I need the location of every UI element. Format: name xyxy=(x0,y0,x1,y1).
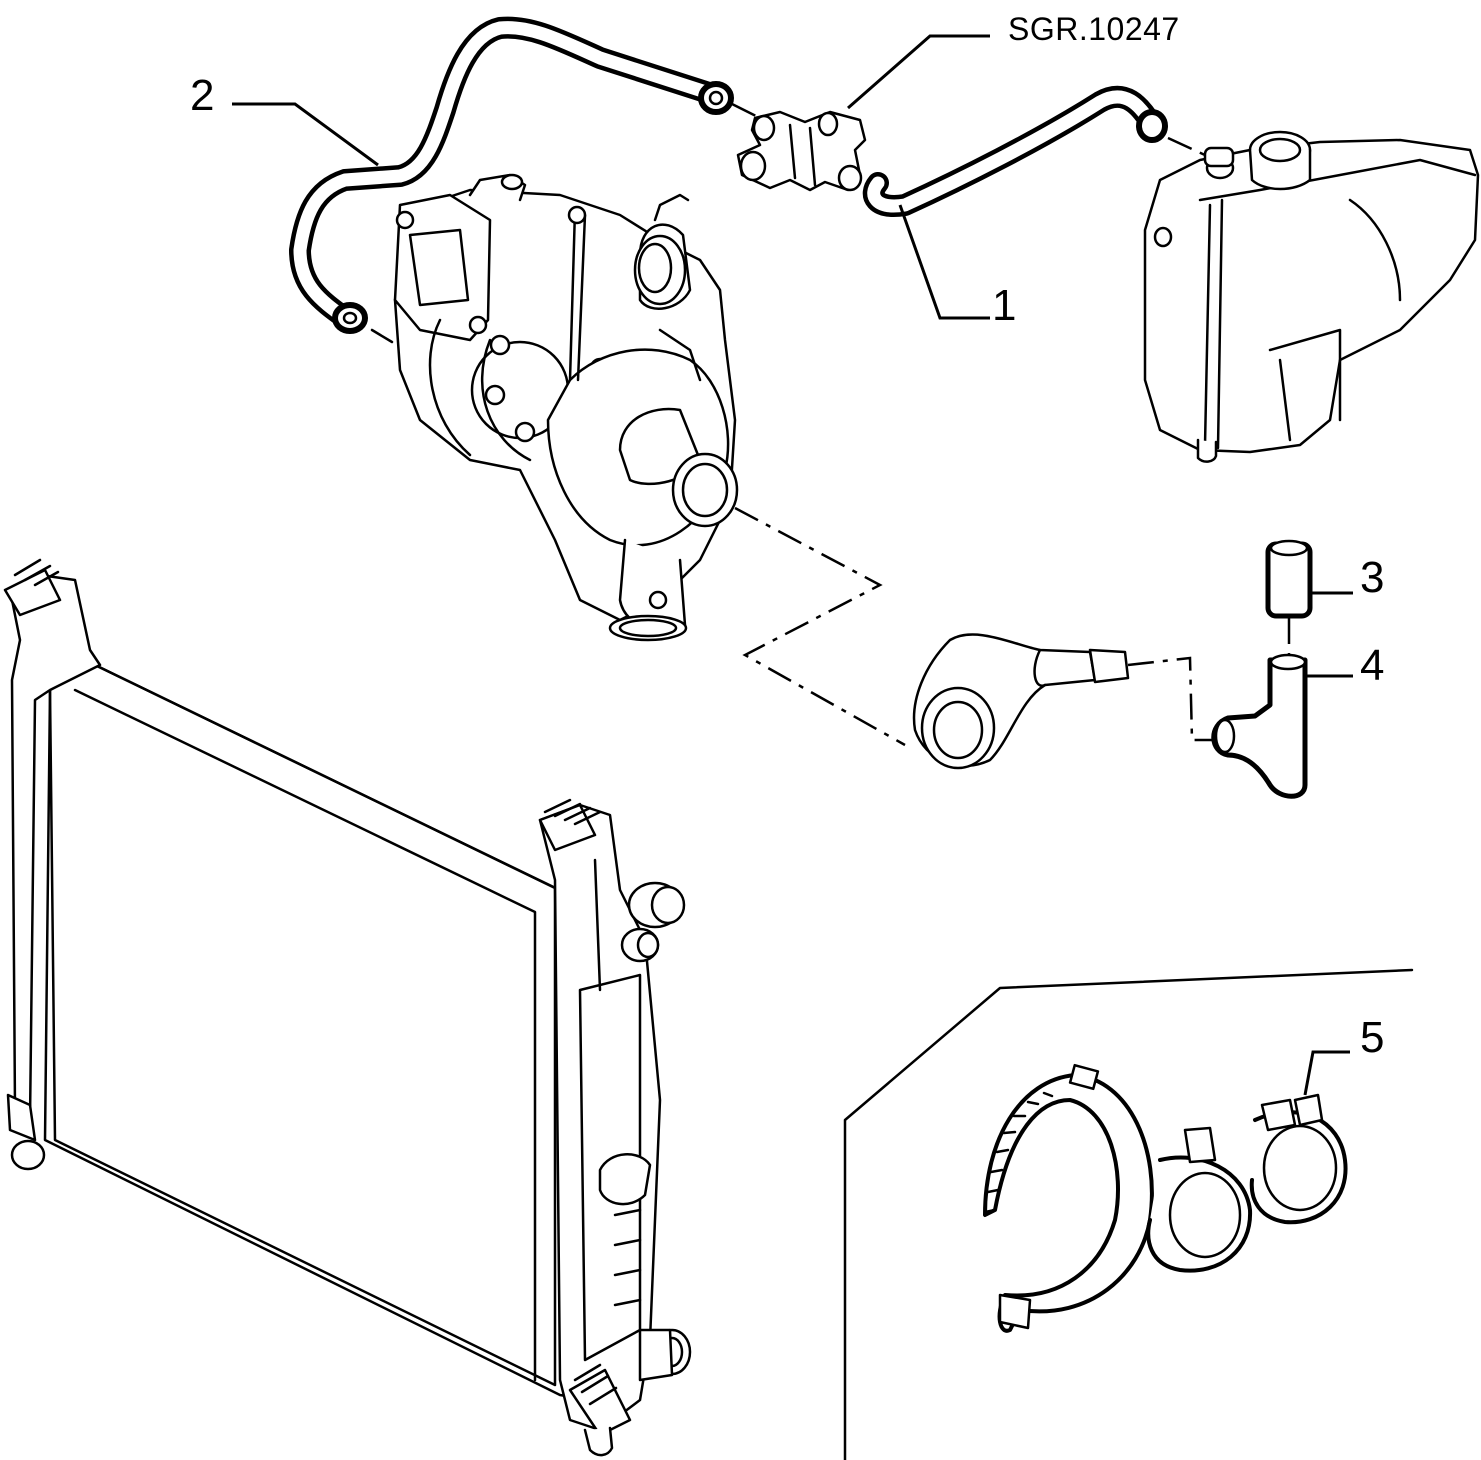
elbow-fitting xyxy=(912,633,1130,770)
leader-1 xyxy=(898,204,990,320)
callout-5: 5 xyxy=(1360,1013,1384,1062)
callout-3: 3 xyxy=(1360,553,1384,602)
expansion-tank xyxy=(1143,130,1480,463)
part-4-l-hose[interactable] xyxy=(1211,653,1308,799)
hose-2[interactable] xyxy=(289,16,734,334)
part-3-straight-hose[interactable] xyxy=(1265,539,1313,619)
detail-frame xyxy=(843,968,1414,1460)
callout-2: 2 xyxy=(190,71,214,120)
fitting-stub xyxy=(370,328,394,344)
part-5-hose-clip[interactable] xyxy=(983,1063,1348,1333)
callout-4: 4 xyxy=(1360,641,1384,690)
assembly-line xyxy=(1167,136,1206,157)
hose-1[interactable] xyxy=(862,85,1168,217)
leader-2 xyxy=(232,102,379,167)
radiator xyxy=(3,558,692,1457)
turbocharger xyxy=(393,173,739,642)
assembly-line xyxy=(734,506,906,747)
drawing-code: SGR.10247 xyxy=(1008,11,1180,47)
tee-fitting[interactable] xyxy=(736,110,867,192)
assembly-line xyxy=(1127,656,1212,742)
leader-5 xyxy=(1303,1050,1350,1096)
callout-1: 1 xyxy=(992,281,1016,330)
leader-sgr xyxy=(847,34,990,110)
assembly-line xyxy=(731,102,761,120)
